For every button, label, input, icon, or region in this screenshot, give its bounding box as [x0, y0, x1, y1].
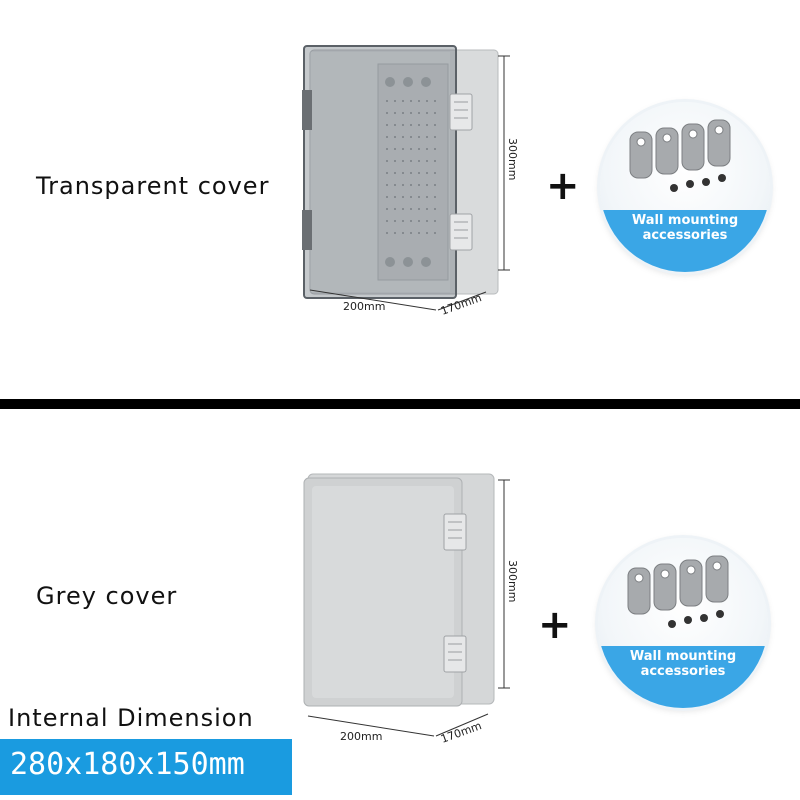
transparent-enclosure-drawing [302, 45, 510, 311]
internal-dimension-title: Internal Dimension [8, 704, 254, 732]
grey-cover-section: Grey cover 300mm 200m [0, 410, 800, 800]
transparent-width-dimension: 200mm [343, 300, 386, 313]
grey-width-dimension: 200mm [340, 730, 383, 743]
accessories-band [598, 646, 768, 708]
transparent-cover-section: Transparent cover [36, 42, 770, 336]
plus-sign-bottom: + [538, 602, 572, 648]
accessories-band [600, 210, 770, 272]
transparent-enclosure-image [300, 42, 510, 336]
internal-dimension-value: 280x180x150mm [10, 747, 245, 782]
section-divider [0, 399, 800, 409]
accessories-line2: accessories [640, 664, 726, 679]
plus-sign-top: + [546, 163, 580, 209]
accessories-line1: Wall mounting [629, 649, 737, 664]
accessories-badge-top: Wall mounting accessories [600, 102, 770, 272]
mounting-brackets-icon [629, 119, 731, 192]
grey-cover-label: Grey cover [36, 582, 178, 610]
mounting-brackets-icon [627, 555, 729, 628]
accessories-badge-bottom: Wall mounting accessories [598, 538, 768, 708]
internal-dimension-badge: 280x180x150mm [0, 739, 292, 795]
grey-enclosure-drawing [303, 473, 510, 737]
accessories-line1: Wall mounting [631, 213, 739, 228]
transparent-cover-label: Transparent cover [36, 172, 270, 200]
accessories-line2: accessories [642, 228, 728, 243]
grey-height-dimension: 300mm [506, 560, 519, 603]
grey-enclosure-image [300, 470, 510, 754]
transparent-height-dimension: 300mm [506, 138, 519, 181]
